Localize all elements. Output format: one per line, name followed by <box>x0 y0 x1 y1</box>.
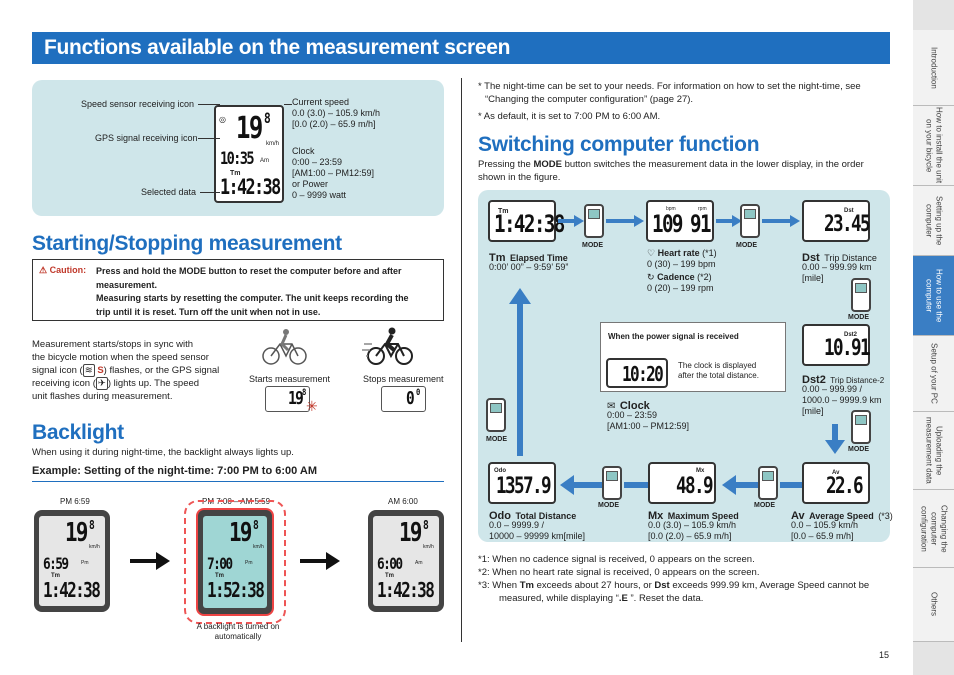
gps-icon: ✈ <box>95 377 108 390</box>
night-time-notes: * The night-time can be set to your need… <box>478 81 861 122</box>
arrow-right-2 <box>300 552 340 570</box>
tab-how-to-use[interactable]: How to use the computer <box>913 256 954 336</box>
flash-icon: ✳ <box>306 398 318 414</box>
mode-device-4[interactable] <box>851 410 871 444</box>
start-stop-body: Measurement starts/stops in sync with th… <box>32 339 220 402</box>
lcd-dst2: Dst2 10.91 <box>802 324 871 366</box>
switching-heading: Switching computer function <box>478 133 760 156</box>
tab-changing-config[interactable]: Changing the computer configuration <box>913 490 954 568</box>
mode-device-6[interactable] <box>602 466 622 500</box>
tab-install[interactable]: How to install the unit on your bicycle <box>913 106 954 186</box>
start-stop-heading: Starting/Stopping measurement <box>32 232 342 255</box>
lcd-power-clock: 10:20 <box>606 358 668 388</box>
lcd-speed: 19 <box>236 111 263 146</box>
mode-device-3[interactable] <box>851 278 871 312</box>
mode-device-1[interactable] <box>584 204 604 238</box>
lcd-hr-cadence: bpm rpm 109 91 <box>646 200 714 242</box>
arrow-right-1 <box>130 552 170 570</box>
clock-desc: Clock 0:00 – 23:59 [AM1:00 – PM12:59] or… <box>292 146 375 200</box>
lcd-data: 1:42:38 <box>220 175 281 199</box>
device-backlit: 19 8 km/h 7:00 Pm Tm 1:52:38 <box>196 508 274 616</box>
footnotes: *1: When no cadence signal is received, … <box>478 554 870 604</box>
backlight-glow-icon <box>184 500 286 624</box>
lcd-clock: 10:35 <box>220 149 255 169</box>
page-number: 15 <box>879 650 890 660</box>
start-lcd: 19 8 <box>265 386 310 412</box>
heart-icon: ♡ <box>647 248 656 258</box>
lcd-mx: Mx 48.9 <box>648 462 716 504</box>
device-am600: 19 8 km/h 6:00 Am Tm 1:42:38 <box>368 510 444 612</box>
bicycle-icon <box>262 329 307 365</box>
lcd-odo: Odo 1357.9 <box>488 462 556 504</box>
tab-setup-pc[interactable]: Setup of your PC <box>913 336 954 412</box>
cadence-icon: ↻ <box>647 272 655 282</box>
lcd-av: Av 22.6 <box>802 462 870 504</box>
overview-lcd: ◎ 19 8 km/h 10:35 Am Tm 1:42:38 <box>214 105 284 203</box>
mode-device-2[interactable] <box>740 204 760 238</box>
clock-icon: ✉ <box>607 401 616 412</box>
device-pm659: 19 8 km/h 6:59 Pm Tm 1:42:38 <box>34 510 110 612</box>
mode-device-7[interactable] <box>486 398 506 432</box>
tab-setting-up[interactable]: Setting up the computer <box>913 186 954 256</box>
lcd-dst: Dst 23.45 <box>802 200 871 242</box>
current-speed-desc: Current speed 0.0 (3.0) – 105.9 km/h [0.… <box>292 97 381 129</box>
caution-box <box>32 259 444 321</box>
stop-lcd: 0 0 <box>381 386 426 412</box>
page-title: Functions available on the measurement s… <box>32 32 890 64</box>
tab-others[interactable]: Others <box>913 568 954 642</box>
tab-uploading[interactable]: Uploading the measurement data <box>913 412 954 490</box>
moving-bicycle-icon <box>362 327 413 365</box>
warning-icon: ⚠ <box>39 265 48 275</box>
backlight-heading: Backlight <box>32 421 124 444</box>
lcd-tm: Tm 1:42:38 <box>488 200 565 242</box>
mode-device-5[interactable] <box>758 466 778 500</box>
speed-sensor-icon: ≋ <box>82 364 95 377</box>
tab-introduction[interactable]: Introduction <box>913 30 954 106</box>
backlight-example: Example: Setting of the night-time: 7:00… <box>32 465 318 477</box>
